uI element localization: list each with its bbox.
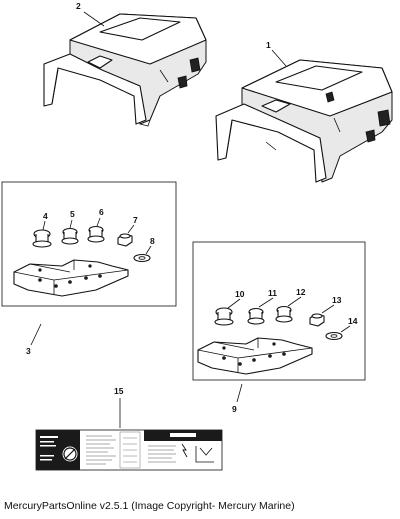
flange-bolt-4-icon (32, 229, 52, 248)
engine-cover-2-icon (43, 13, 207, 127)
mounting-bracket-9-icon (197, 337, 313, 375)
callout-8: 8 (150, 236, 155, 246)
washer-8-icon (133, 253, 151, 263)
locknut-13-icon (309, 313, 325, 327)
flange-bolt-12-icon (275, 305, 293, 323)
callout-9: 9 (232, 404, 237, 414)
kit-3-frame (1, 181, 177, 307)
callout-13: 13 (332, 295, 342, 305)
callout-15: 15 (114, 386, 124, 396)
callout-7: 7 (133, 215, 138, 225)
callout-4: 4 (43, 211, 48, 221)
kit-9-frame (192, 241, 366, 381)
flange-bolt-6-icon (87, 225, 105, 243)
copyright-footer: MercuryPartsOnline v2.5.1 (Image Copyrig… (4, 500, 295, 512)
flange-bolt-10-icon (214, 307, 234, 326)
flange-bolt-5-icon (61, 227, 79, 245)
locknut-7-icon (117, 233, 133, 247)
flange-bolt-11-icon (247, 307, 265, 325)
callout-12: 12 (296, 287, 306, 297)
warning-decal-15-icon (35, 429, 223, 471)
callout-3: 3 (26, 346, 31, 356)
callout-10: 10 (235, 289, 245, 299)
callout-1: 1 (266, 40, 271, 50)
callout-6: 6 (99, 207, 104, 217)
callout-14: 14 (348, 316, 358, 326)
callout-2: 2 (76, 1, 81, 11)
leader-lines (30, 11, 351, 428)
mounting-bracket-3-icon (13, 259, 129, 297)
engine-cover-1-icon (215, 59, 393, 183)
callout-11: 11 (268, 288, 277, 298)
callout-5: 5 (70, 209, 75, 219)
washer-14-icon (325, 331, 343, 341)
